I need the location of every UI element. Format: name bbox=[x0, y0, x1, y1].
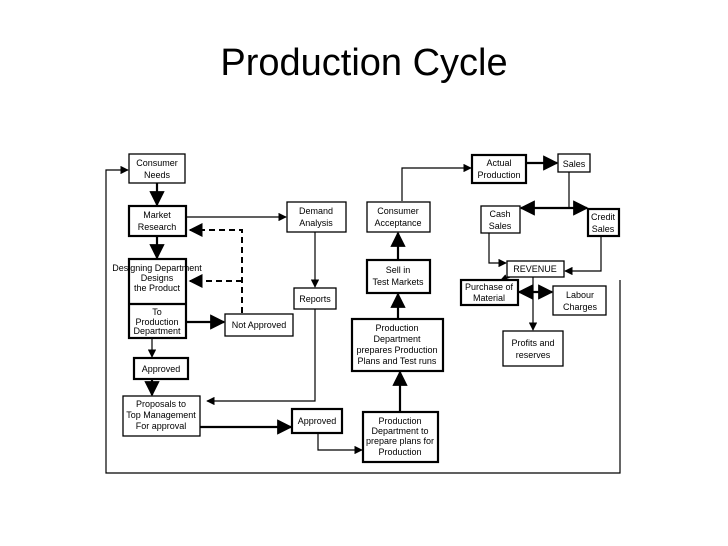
node-cash-line-2: Sales bbox=[489, 221, 512, 231]
node-approved-2-label: Approved bbox=[298, 416, 337, 426]
connector-reports-to-proposals bbox=[206, 309, 316, 406]
connector-acceptance-to-actual bbox=[401, 163, 472, 201]
node-actual-line-1: Actual bbox=[486, 158, 511, 168]
node-designing-line-2: Designs bbox=[141, 273, 174, 283]
node-sales: Sales bbox=[557, 153, 591, 173]
node-consumer-needs-line-2: Needs bbox=[144, 170, 171, 180]
node-market-research-line-1: Market bbox=[143, 210, 171, 220]
node-demand-line-1: Demand bbox=[299, 206, 333, 216]
node-approved-1: Approved bbox=[132, 356, 190, 381]
node-reports-label: Reports bbox=[299, 294, 331, 304]
slide-title: Production Cycle bbox=[220, 42, 508, 84]
connector-cash-to-revenue bbox=[488, 233, 507, 268]
node-actual-line-2: Production bbox=[477, 170, 520, 180]
node-test-line-1: Production bbox=[375, 323, 418, 333]
node-proposals-line-2: Top Management bbox=[126, 410, 196, 420]
node-revenue: REVENUE bbox=[506, 260, 565, 278]
node-demand-line-2: Analysis bbox=[299, 218, 333, 228]
node-market-research-line-2: Research bbox=[138, 222, 177, 232]
node-purchase-line-2: Material bbox=[473, 293, 505, 303]
node-credit-line-1: Credit bbox=[591, 212, 616, 222]
node-profits-reserves: Profits and reserves bbox=[502, 330, 564, 367]
connector-feedback-loop bbox=[105, 165, 621, 474]
connector-credit-to-revenue bbox=[564, 236, 602, 276]
node-test-line-2: Department bbox=[373, 334, 421, 344]
node-profits-line-1: Profits and bbox=[511, 338, 554, 348]
node-acceptance-line-2: Acceptance bbox=[374, 218, 421, 228]
node-designing-line-1: Designing Department bbox=[112, 263, 202, 273]
node-sell-line-1: Sell in bbox=[386, 265, 411, 275]
node-proposals-line-3: For approval bbox=[136, 421, 187, 431]
node-credit-line-2: Sales bbox=[592, 224, 615, 234]
node-sell-line-2: Test Markets bbox=[372, 277, 424, 287]
node-sales-label: Sales bbox=[563, 159, 586, 169]
connector-not-approved-to-research bbox=[188, 223, 243, 313]
node-test-line-3: prepares Production bbox=[356, 345, 437, 355]
node-approved-1-label: Approved bbox=[142, 364, 181, 374]
node-labour-line-2: Charges bbox=[563, 302, 598, 312]
node-purchase-line-1: Purchase of bbox=[465, 282, 514, 292]
node-not-approved: Not Approved bbox=[224, 313, 294, 337]
node-acceptance-line-1: Consumer bbox=[377, 206, 419, 216]
node-proposals-line-1: Proposals to bbox=[136, 399, 186, 409]
node-not-approved-label: Not Approved bbox=[232, 320, 287, 330]
node-test-line-4: Plans and Test runs bbox=[358, 356, 437, 366]
node-revenue-label: REVENUE bbox=[513, 264, 557, 274]
node-designing-line-3: the Product bbox=[134, 283, 181, 293]
node-to-production-line-3: Department bbox=[133, 326, 181, 336]
node-plans-line-1: Production bbox=[378, 416, 421, 426]
node-to-production-line-1: To bbox=[152, 307, 162, 317]
node-cash-line-1: Cash bbox=[489, 209, 510, 219]
connector-approved-to-plans bbox=[317, 433, 363, 455]
node-consumer-needs-line-1: Consumer bbox=[136, 158, 178, 168]
node-to-production-line-2: Production bbox=[135, 317, 178, 327]
node-plans-line-4: Production bbox=[378, 447, 421, 457]
node-plans-line-2: Department to bbox=[371, 426, 428, 436]
node-labour-line-1: Labour bbox=[566, 290, 594, 300]
node-plans-line-3: prepare plans for bbox=[366, 436, 434, 446]
node-sell-test-markets: Sell in Test Markets bbox=[365, 258, 432, 295]
node-approved-2: Approved bbox=[290, 407, 344, 435]
node-reports: Reports bbox=[293, 287, 337, 310]
node-profits-line-2: reserves bbox=[516, 350, 551, 360]
